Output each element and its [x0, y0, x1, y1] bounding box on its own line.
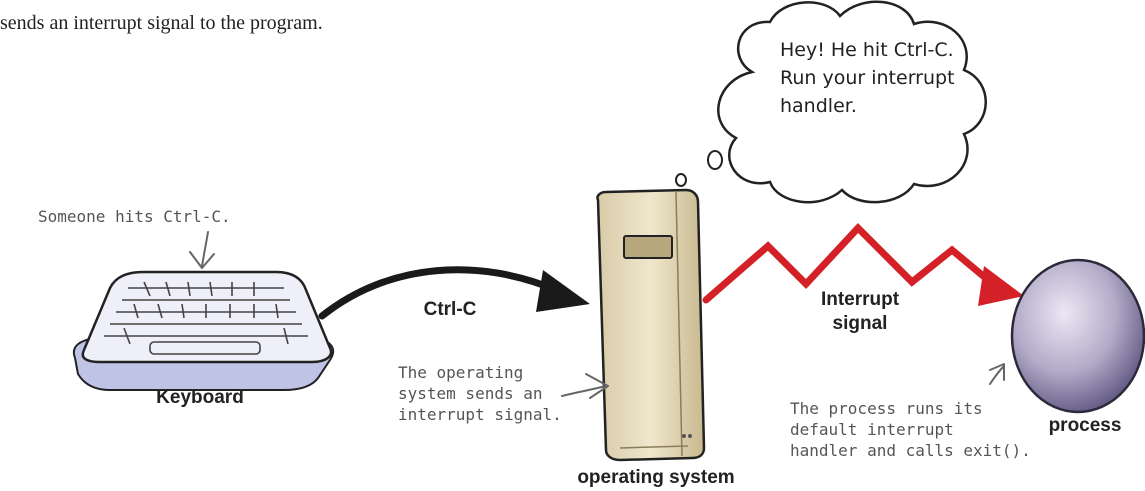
interrupt-signal-arrow [702, 222, 1024, 306]
ctrl-c-label: Ctrl-C [423, 299, 477, 320]
annotation-os-sends: The operating system sends an interrupt … [398, 363, 562, 424]
thought-cloud [675, 0, 987, 204]
operating-system-label: operating system [577, 467, 735, 488]
pointer-arrows [189, 231, 1005, 399]
thought-bubble-text: Hey! He hit Ctrl-C. Run your interrupt h… [780, 39, 955, 117]
ctrl-c-arrow [318, 266, 590, 320]
keyboard-label: Keyboard [156, 387, 244, 408]
intro-text: sends an interrupt signal to the program… [0, 12, 323, 34]
computer-tower-icon [596, 188, 706, 462]
process-label: process [1048, 415, 1122, 436]
keyboard-icon [72, 270, 335, 391]
process-sphere-icon [1010, 258, 1145, 414]
annotation-process-runs: The process runs its default interrupt h… [790, 399, 1031, 460]
interrupt-signal-label: Interrupt signal [820, 289, 900, 334]
annotation-someone-hits: Someone hits Ctrl-C. [38, 207, 231, 226]
